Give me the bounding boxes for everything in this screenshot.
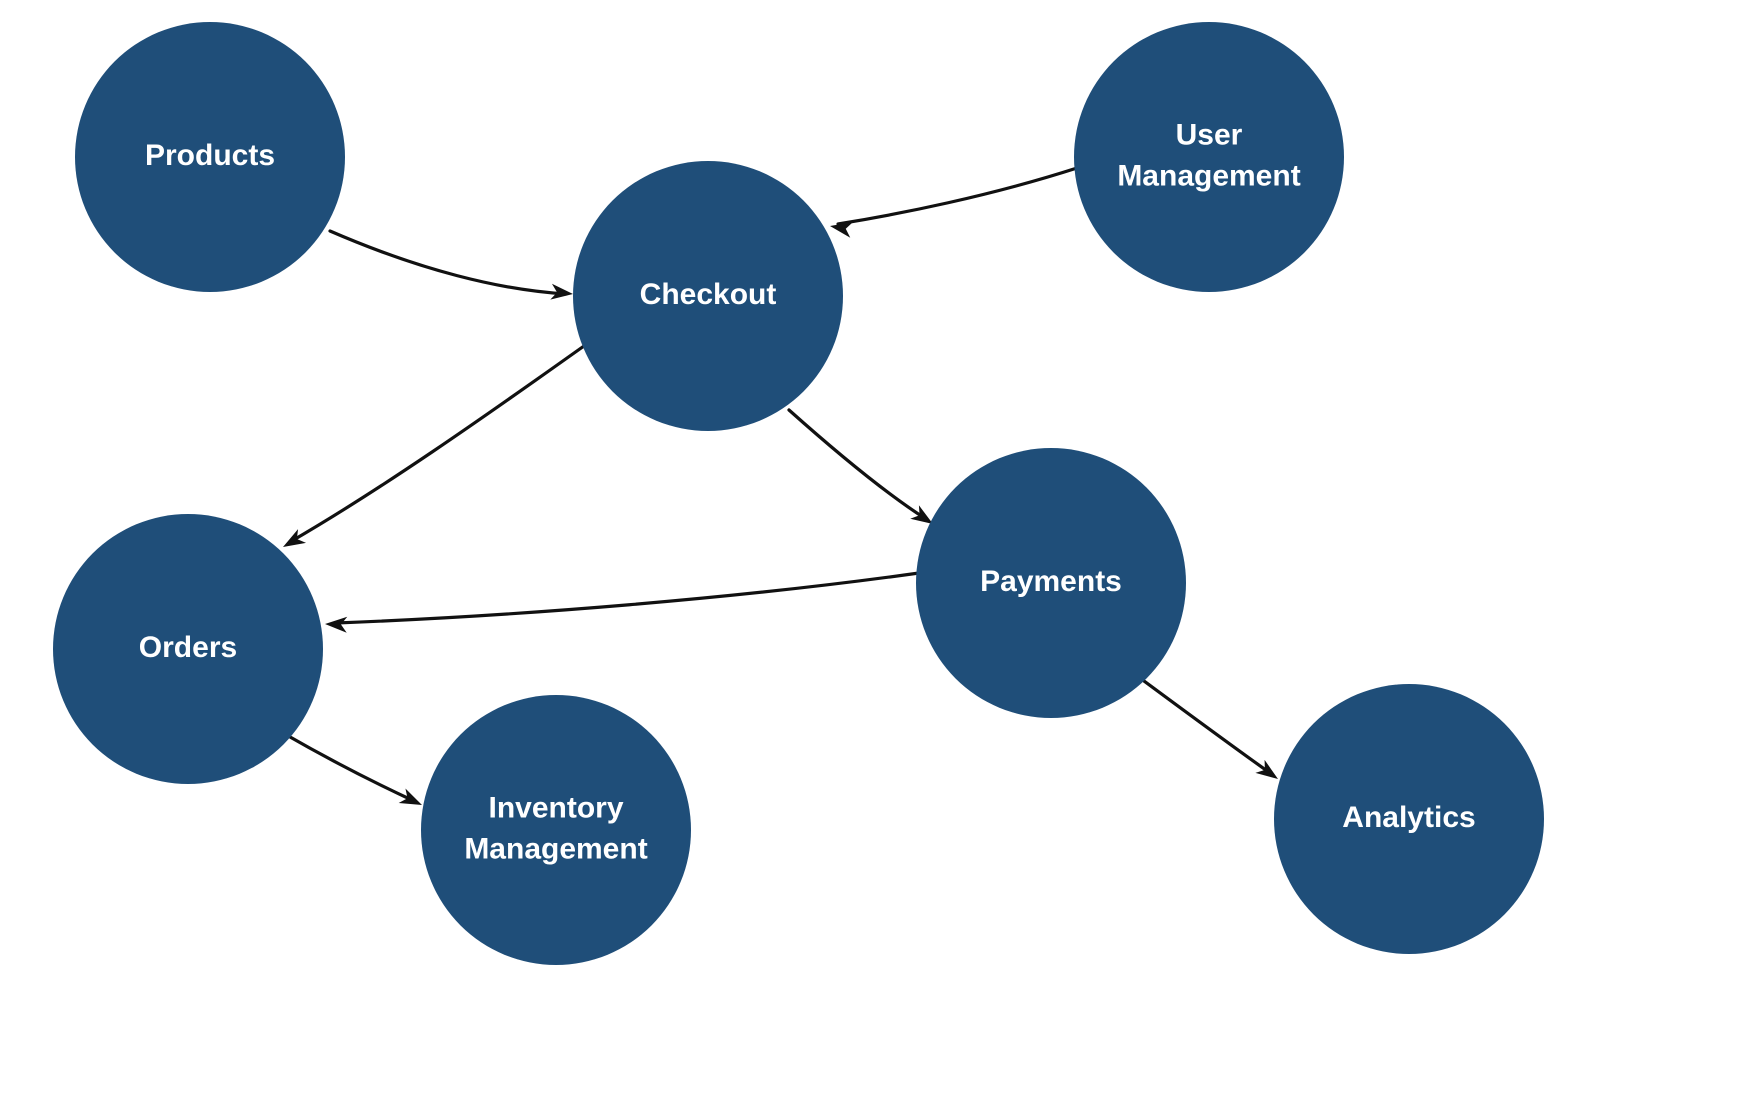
node-checkout[interactable]: Checkout <box>573 161 843 431</box>
edge-line <box>787 408 928 521</box>
node-shape-orders[interactable] <box>53 514 323 784</box>
node-payments[interactable]: Payments <box>916 448 1186 718</box>
edge-payments-to-analytics <box>1138 676 1278 779</box>
edge-line <box>1138 676 1272 775</box>
edges-layer <box>281 166 1278 805</box>
edge-payments-to-orders <box>325 571 921 633</box>
edge-line <box>281 731 416 803</box>
edge-arrowhead <box>398 788 422 805</box>
edge-line <box>334 571 921 625</box>
edge-arrowhead <box>830 221 854 238</box>
node-shape-inventory-management[interactable] <box>421 695 691 965</box>
edge-line <box>328 229 568 296</box>
node-shape-products[interactable] <box>75 22 345 292</box>
edge-arrowhead <box>1255 759 1278 779</box>
node-products[interactable]: Products <box>75 22 345 292</box>
node-shape-user-management[interactable] <box>1074 22 1344 292</box>
edge-checkout-to-payments <box>787 408 933 524</box>
edge-line <box>288 339 593 544</box>
node-shape-payments[interactable] <box>916 448 1186 718</box>
edge-arrowhead <box>550 283 573 300</box>
edge-orders-to-inventory-management <box>281 731 422 805</box>
node-shape-analytics[interactable] <box>1274 684 1544 954</box>
edge-checkout-to-orders <box>283 339 593 547</box>
node-analytics[interactable]: Analytics <box>1274 684 1544 954</box>
edge-line <box>836 166 1079 226</box>
edge-arrowhead <box>910 505 933 524</box>
edge-arrowhead <box>325 616 348 633</box>
node-shape-checkout[interactable] <box>573 161 843 431</box>
edge-user-management-to-checkout <box>830 166 1079 238</box>
node-orders[interactable]: Orders <box>53 514 323 784</box>
edge-arrowhead <box>283 529 307 547</box>
edge-products-to-checkout <box>328 229 573 300</box>
